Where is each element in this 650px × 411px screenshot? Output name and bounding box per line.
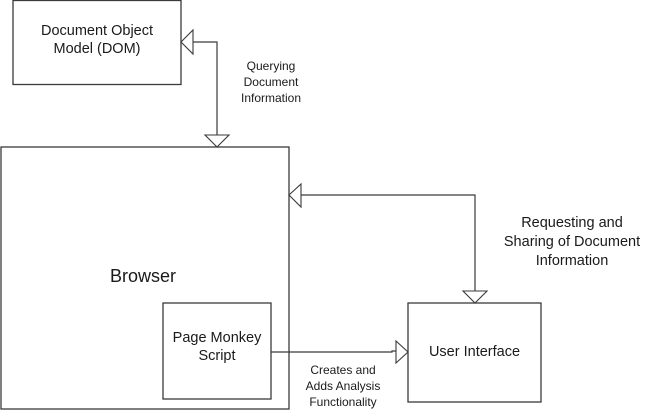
querying-connector-line [193, 41, 218, 135]
dom-node-label: Document Object Model (DOM) [13, 22, 181, 58]
querying-label-line: Querying [246, 59, 296, 73]
page-monkey-node-box [162, 302, 272, 400]
arrowhead-to-browser-icon [203, 134, 231, 148]
user-interface-node-label: User Interface [428, 344, 521, 360]
creates-label-line: Adds Analysis [305, 379, 381, 393]
querying-edge-label: Querying Document Information [225, 58, 317, 106]
querying-label-line: Information [240, 91, 302, 105]
arrowhead-to-browser-side-icon [288, 182, 302, 209]
dom-label-line: Model (DOM) [53, 41, 141, 58]
sharing-label-line: Information [535, 253, 609, 269]
sharing-edge-label: Requesting and Sharing of Document Infor… [492, 214, 650, 271]
dom-label-line: Document Object [40, 23, 154, 39]
creates-label-line: Creates and [310, 363, 376, 377]
arrowhead-to-user-interface-side-icon [395, 339, 409, 365]
sharing-label-line: Requesting and [521, 215, 623, 231]
arrowhead-to-dom-icon [180, 28, 194, 56]
page-monkey-label-line: Script [198, 348, 236, 365]
dom-node-box [12, 0, 182, 86]
creates-label-line: Functionality [309, 395, 377, 409]
browser-node-label: Browser [109, 266, 176, 286]
arrowhead-to-user-interface-icon [461, 290, 489, 304]
user-interface-node-box [407, 302, 542, 403]
querying-label-line: Document [243, 75, 299, 89]
creates-edge-label: Creates and Adds Analysis Functionality [293, 362, 393, 410]
sharing-label-line: Sharing of Document [503, 234, 641, 250]
creates-connector-line [271, 350, 396, 353]
sharing-connector-line [301, 194, 476, 291]
page-monkey-label-line: Page Monkey [172, 330, 262, 346]
page-monkey-node-label: Page Monkey Script [163, 329, 271, 365]
